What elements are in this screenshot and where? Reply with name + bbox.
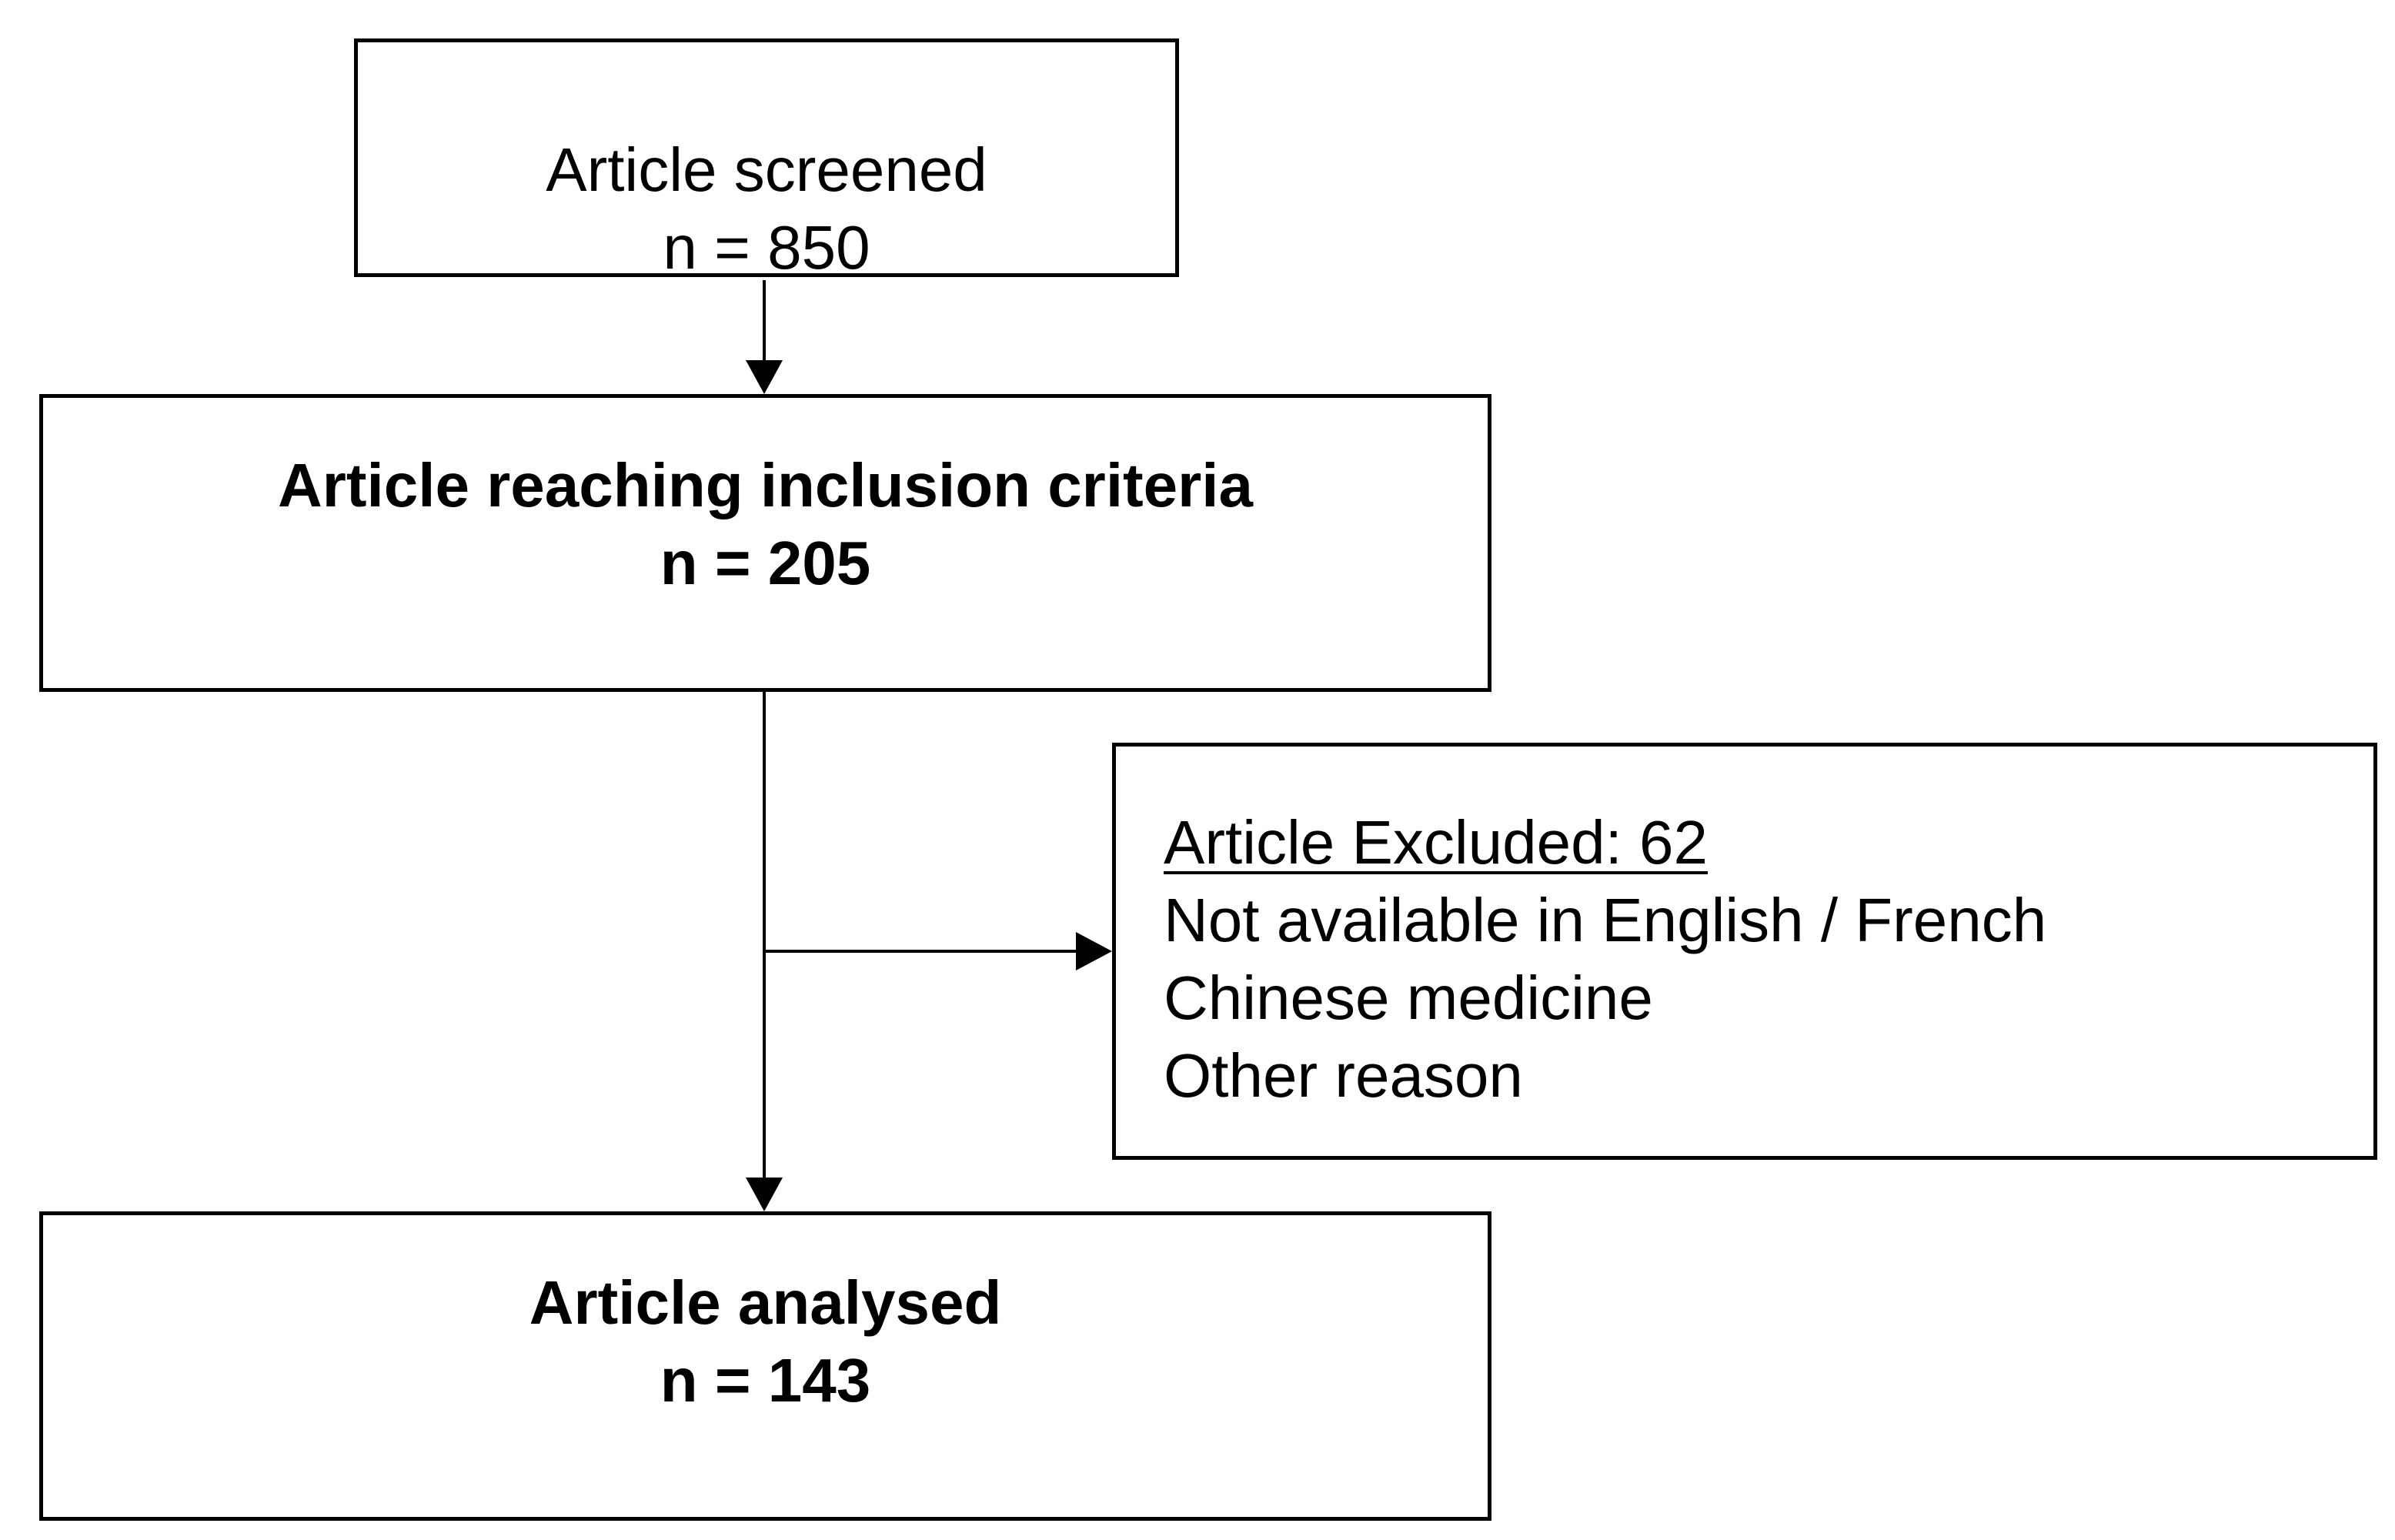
excluded-reason: Other reason (1164, 1041, 1523, 1110)
inclusion-title: Article reaching inclusion criteria (277, 451, 1254, 519)
screened-title: Article screened (546, 135, 987, 204)
analysed-count: n = 143 (660, 1346, 871, 1415)
excluded-reason: Chinese medicine (1164, 964, 1653, 1032)
screened-count: n = 850 (663, 213, 870, 282)
arrowhead-excluded (1076, 932, 1112, 970)
analysed-title: Article analysed (529, 1268, 1002, 1337)
inclusion-criteria-box: Article reaching inclusion criteria n = … (39, 394, 1491, 692)
excluded-reason: Not available in English / French (1164, 886, 2047, 954)
arrowhead-inclusion (746, 360, 783, 394)
articles-screened-box: Article screened n = 850 (354, 38, 1179, 282)
articles-excluded-box: Article Excluded: 62 Not available in En… (1112, 743, 2377, 1160)
articles-analysed-box: Article analysed n = 143 (39, 1211, 1491, 1521)
inclusion-count: n = 205 (660, 529, 871, 597)
arrowhead-analysed (746, 1178, 783, 1211)
excluded-heading: Article Excluded: 62 (1164, 808, 1709, 877)
